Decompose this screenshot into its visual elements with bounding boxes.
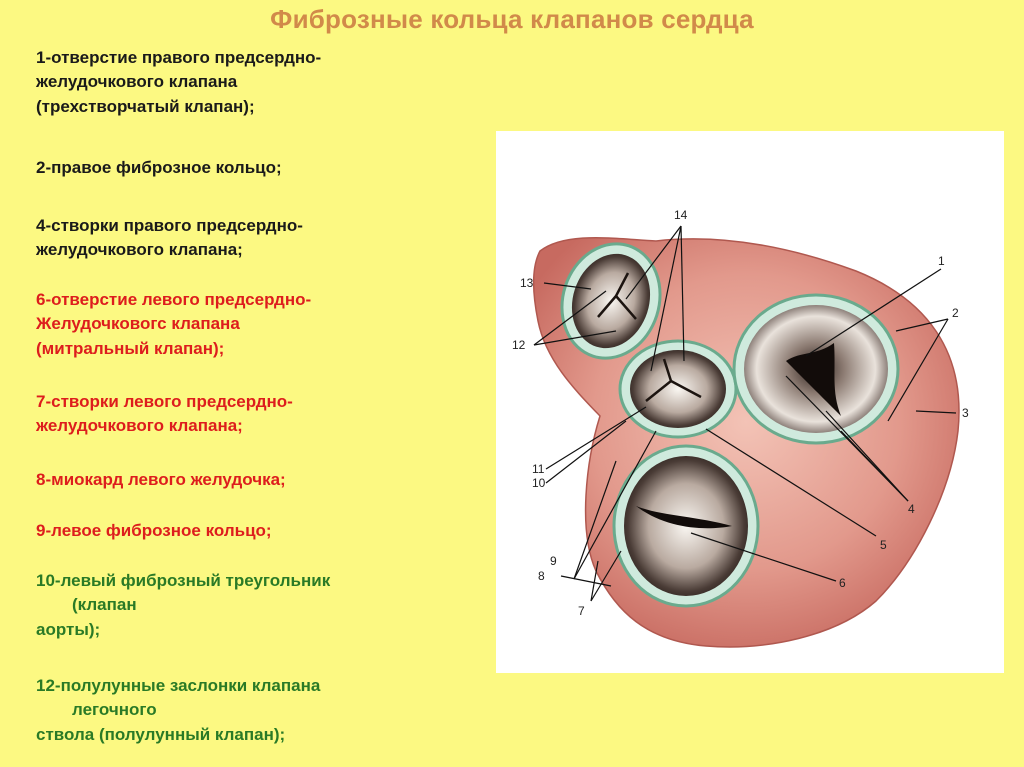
aortic-cusps bbox=[645, 358, 702, 402]
legend-item-4: 4-створки правого предсердно- желудочков… bbox=[36, 214, 303, 263]
tricuspid-slit bbox=[786, 343, 841, 416]
legend-line: легочного bbox=[72, 700, 157, 720]
legend-line: 10-левый фиброзный треугольник bbox=[36, 571, 331, 590]
legend-line: желудочкового клапана bbox=[36, 72, 238, 92]
label-1: 1 bbox=[938, 254, 945, 268]
legend-line: 2-правое фиброзное кольцо; bbox=[36, 158, 282, 177]
mitral-slit bbox=[636, 506, 732, 529]
heart-valves-figure: 14 1 2 3 4 5 6 7 8 9 10 11 12 13 bbox=[496, 131, 1004, 673]
legend-line: Желудочковогс клапана bbox=[36, 314, 240, 334]
legend-line: 12-полулунные заслонки клапана bbox=[36, 676, 321, 695]
legend-line: 8-миокард левого желудочка; bbox=[36, 470, 286, 489]
label-11: 11 bbox=[532, 462, 545, 476]
legend-line: желудочкового клапана; bbox=[36, 240, 243, 260]
label-9: 9 bbox=[550, 554, 557, 568]
legend-item-12: 12-полулунные заслонки клапана легочного… bbox=[36, 674, 320, 747]
label-13: 13 bbox=[520, 276, 534, 290]
label-14: 14 bbox=[674, 208, 688, 222]
legend-line: ствола (полулунный клапан); bbox=[36, 724, 286, 744]
legend-item-10: 10-левый фиброзный треугольник (клапан а… bbox=[36, 569, 330, 642]
label-5: 5 bbox=[880, 538, 887, 552]
legend-line: (трехстворчатый клапан); bbox=[36, 96, 255, 116]
label-8: 8 bbox=[538, 569, 545, 583]
legend-item-2: 2-правое фиброзное кольцо; bbox=[36, 156, 282, 180]
pulmonary-cusps bbox=[597, 272, 637, 320]
legend-item-1: 1-отверстие правого предсердно- желудочк… bbox=[36, 46, 321, 119]
legend-item-7: 7-створки левого предсердно- желудочково… bbox=[36, 390, 293, 439]
legend-line: 9-левое фиброзное кольцо; bbox=[36, 521, 272, 540]
legend-line: (митральный клапан); bbox=[36, 338, 225, 358]
legend-line: 1-отверстие правого предсердно- bbox=[36, 48, 322, 67]
label-10: 10 bbox=[532, 476, 546, 490]
label-12: 12 bbox=[512, 338, 526, 352]
label-6: 6 bbox=[839, 576, 846, 590]
slide-title: Фиброзные кольца клапанов сердца bbox=[270, 4, 754, 34]
legend-item-8: 8-миокард левого желудочка; bbox=[36, 468, 286, 492]
label-2: 2 bbox=[952, 306, 959, 320]
legend-line: аорты); bbox=[36, 619, 101, 639]
label-7: 7 bbox=[578, 604, 585, 618]
leader-lines bbox=[533, 225, 957, 602]
legend-line: 6-отверстие левого предсердно- bbox=[36, 290, 312, 309]
label-3: 3 bbox=[962, 406, 969, 420]
aortic-valve-opening bbox=[630, 350, 726, 428]
legend-item-6: 6-отверстие левого предсердно- Желудочко… bbox=[36, 288, 311, 361]
legend-line: 7-створки левого предсердно- bbox=[36, 392, 293, 411]
legend-line: желудочкового клапана; bbox=[36, 416, 243, 436]
legend-line: (клапан bbox=[72, 595, 137, 615]
label-4: 4 bbox=[908, 502, 915, 516]
heart-valves-illustration: 14 1 2 3 4 5 6 7 8 9 10 11 12 13 bbox=[512, 208, 969, 648]
legend-line: 4-створки правого предсердно- bbox=[36, 216, 303, 235]
legend-item-9: 9-левое фиброзное кольцо; bbox=[36, 519, 272, 543]
